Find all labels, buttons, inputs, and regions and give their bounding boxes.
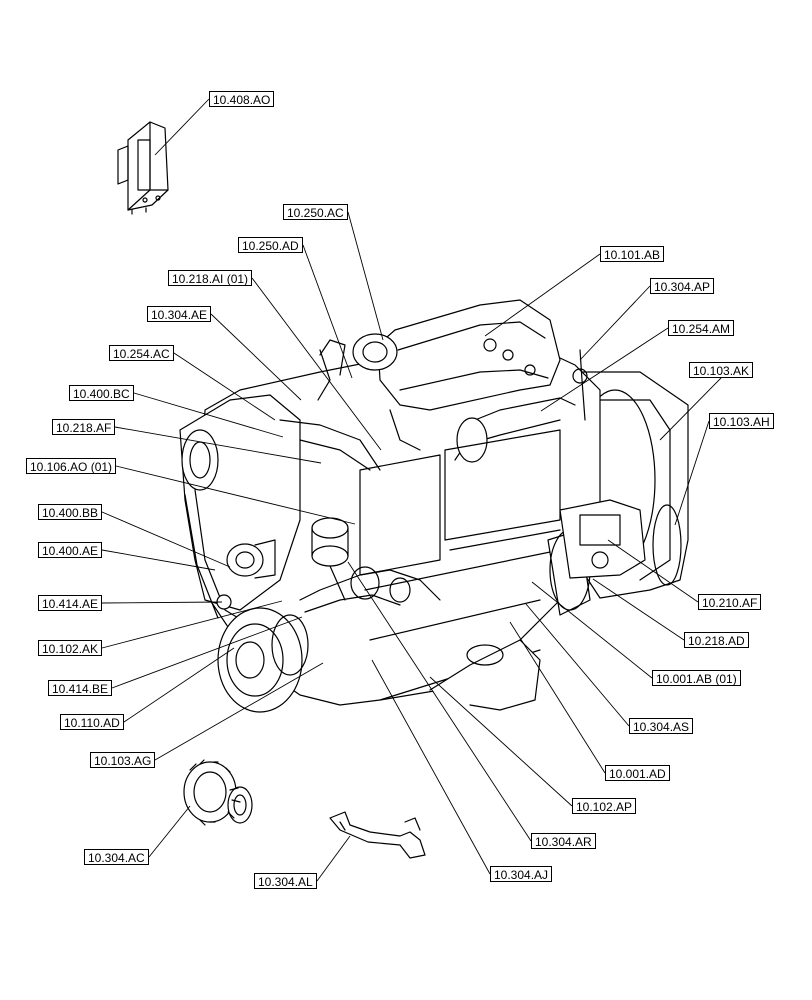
callout-c04[interactable]: 10.218.AI (01): [168, 270, 253, 286]
leader-line-c21: [540, 327, 669, 412]
leader-line-c14: [111, 616, 303, 689]
callout-c02[interactable]: 10.250.AC: [283, 204, 348, 220]
sensor-module-icon: [117, 121, 169, 215]
leader-line-c31: [371, 659, 491, 875]
leader-line-c16: [154, 662, 324, 761]
leader-line-c29: [429, 676, 573, 807]
leader-line-c27: [525, 603, 630, 727]
callout-c19[interactable]: 10.101.AB: [600, 246, 665, 262]
callout-c18[interactable]: 10.304.AL: [254, 873, 317, 889]
callout-c28[interactable]: 10.001.AD: [605, 765, 670, 781]
callout-c20[interactable]: 10.304.AP: [650, 278, 715, 294]
leader-line-c02: [347, 211, 384, 341]
leader-line-c25: [592, 578, 685, 641]
leader-line-c10: [101, 511, 231, 568]
leader-line-c30: [347, 561, 532, 842]
callout-c08[interactable]: 10.218.AF: [52, 419, 116, 435]
leader-line-c01: [154, 98, 210, 156]
leader-line-c18: [316, 835, 351, 882]
leader-line-c03: [302, 244, 353, 379]
leader-line-c12: [101, 601, 223, 604]
callout-c21[interactable]: 10.254.AM: [668, 320, 735, 336]
leader-line-c11: [101, 549, 216, 571]
leader-line-c22: [659, 377, 722, 441]
callout-c07[interactable]: 10.400.BC: [69, 385, 134, 401]
leader-line-c08: [114, 426, 322, 464]
callout-c30[interactable]: 10.304.AR: [531, 833, 596, 849]
oil-pump-gear-icon: [183, 759, 253, 826]
oil-suction-pipe-icon: [329, 811, 426, 859]
callout-c01[interactable]: 10.408.AO: [209, 91, 275, 107]
leader-line-c23: [674, 420, 710, 526]
callout-c31[interactable]: 10.304.AJ: [490, 866, 553, 882]
callout-c15[interactable]: 10.110.AD: [60, 714, 124, 730]
leader-line-c13: [101, 600, 283, 649]
callout-c13[interactable]: 10.102.AK: [38, 640, 103, 656]
callout-c25[interactable]: 10.218.AD: [684, 632, 749, 648]
leader-line-c17: [148, 805, 191, 858]
leader-line-c15: [123, 647, 235, 723]
callout-c26[interactable]: 10.001.AB (01): [652, 670, 741, 686]
leader-line-c05: [210, 313, 302, 401]
callout-c12[interactable]: 10.414.AE: [38, 595, 103, 611]
leader-line-c28: [509, 621, 606, 774]
leader-line-c07: [133, 392, 284, 438]
leader-line-c04: [251, 277, 382, 451]
leader-line-c24: [607, 539, 699, 603]
callout-c14[interactable]: 10.414.BE: [48, 680, 113, 696]
callout-c05[interactable]: 10.304.AE: [147, 306, 212, 322]
leader-line-c20: [579, 285, 651, 361]
leader-line-c26: [531, 581, 653, 679]
callout-c03[interactable]: 10.250.AD: [238, 237, 303, 253]
callout-c09[interactable]: 10.106.AO (01): [26, 458, 117, 474]
engine-block-icon: [179, 299, 689, 713]
callout-c17[interactable]: 10.304.AC: [84, 849, 149, 865]
callout-c23[interactable]: 10.103.AH: [709, 413, 774, 429]
callout-c16[interactable]: 10.103.AG: [90, 752, 156, 768]
callout-c29[interactable]: 10.102.AP: [572, 798, 637, 814]
callout-c06[interactable]: 10.254.AC: [109, 345, 174, 361]
callout-c11[interactable]: 10.400.AE: [38, 542, 103, 558]
callout-c22[interactable]: 10.103.AK: [689, 362, 754, 378]
leader-line-c09: [115, 465, 356, 525]
callout-c27[interactable]: 10.304.AS: [629, 718, 694, 734]
leader-line-c19: [484, 253, 601, 337]
leader-line-c06: [173, 352, 276, 421]
callout-c10[interactable]: 10.400.BB: [38, 504, 103, 520]
callout-c24[interactable]: 10.210.AF: [698, 594, 762, 610]
